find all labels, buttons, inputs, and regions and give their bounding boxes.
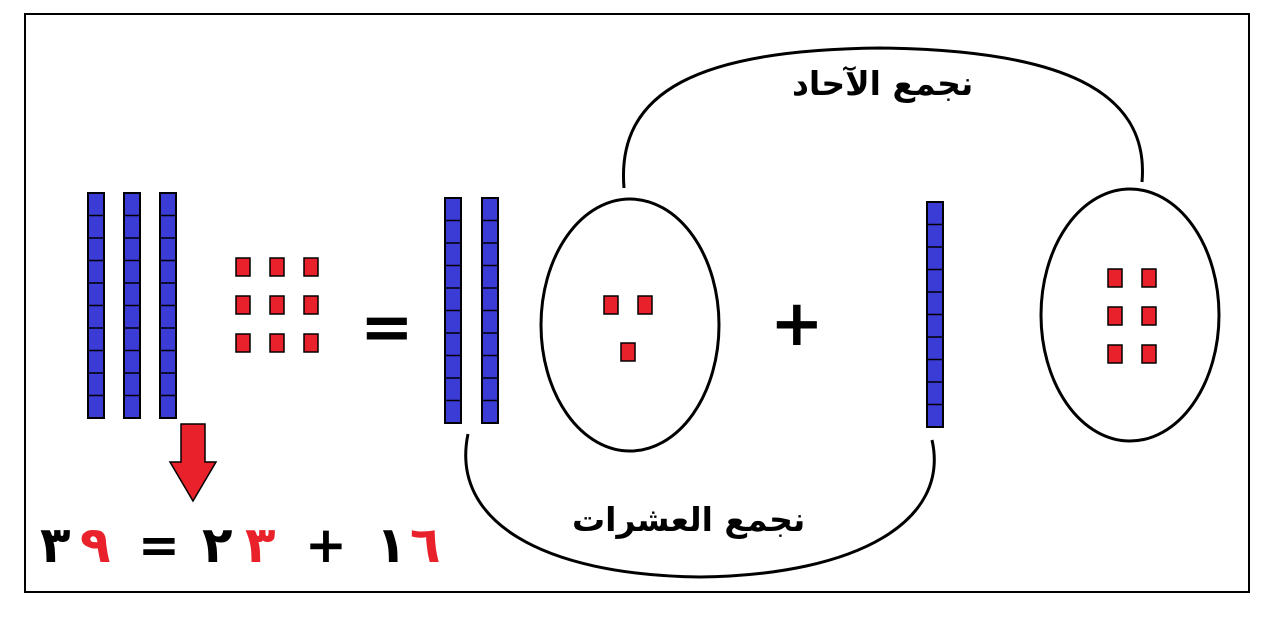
equation-plus: +: [305, 516, 347, 574]
down-arrow: [168, 423, 218, 503]
first-addend-unit-cube: [1107, 344, 1123, 364]
addend-b-tens-digit: ٢: [202, 516, 233, 574]
label-add-tens: نجمع العشرات: [572, 500, 806, 539]
addend-b-ones-digit: ٣: [245, 516, 276, 574]
first-addend-unit-cube: [1107, 268, 1123, 288]
tens-rods-group: [87, 192, 944, 428]
first-addend-unit-cube: [1141, 268, 1157, 288]
second-addend-unit-cube: [603, 295, 619, 315]
second-addend-tens-rod: [444, 197, 462, 424]
equals-sign: =: [360, 291, 414, 365]
result-unit-cube: [303, 257, 319, 277]
second-addend-unit-cube: [620, 342, 636, 362]
label-add-ones: نجمع الآحاد: [792, 64, 974, 103]
tens-connector-arc: [464, 433, 936, 579]
addend-a-tens-digit: ١: [376, 516, 407, 574]
diagram-frame: [24, 13, 1250, 593]
result-tens-rod: [123, 192, 141, 419]
result-unit-cube: [303, 333, 319, 353]
first-addend-tens-rod: [926, 201, 944, 428]
result-tens-rod: [159, 192, 177, 419]
second-addend-tens-rod: [481, 197, 499, 424]
result-unit-cube: [269, 333, 285, 353]
equation-equals: =: [138, 516, 180, 574]
result-unit-cube: [303, 295, 319, 315]
result-unit-cube: [269, 257, 285, 277]
first-addend-unit-cube: [1141, 306, 1157, 326]
first-addend-unit-cube: [1107, 306, 1123, 326]
result-unit-cube: [235, 333, 251, 353]
ones-group-circle-left: [539, 197, 721, 453]
result-unit-cube: [235, 257, 251, 277]
result-tens-digit: ٣: [40, 516, 71, 574]
result-tens-rod: [87, 192, 105, 419]
addend-a-ones-digit: ٦: [410, 516, 441, 574]
result-ones-digit: ٩: [80, 516, 111, 574]
unit-cubes-group: [235, 257, 1157, 364]
ones-group-circle-right: [1039, 187, 1221, 443]
result-unit-cube: [235, 295, 251, 315]
first-addend-unit-cube: [1141, 344, 1157, 364]
second-addend-unit-cube: [637, 295, 653, 315]
ones-connector-arc: [621, 46, 1144, 189]
result-unit-cube: [269, 295, 285, 315]
plus-sign: +: [770, 287, 824, 361]
